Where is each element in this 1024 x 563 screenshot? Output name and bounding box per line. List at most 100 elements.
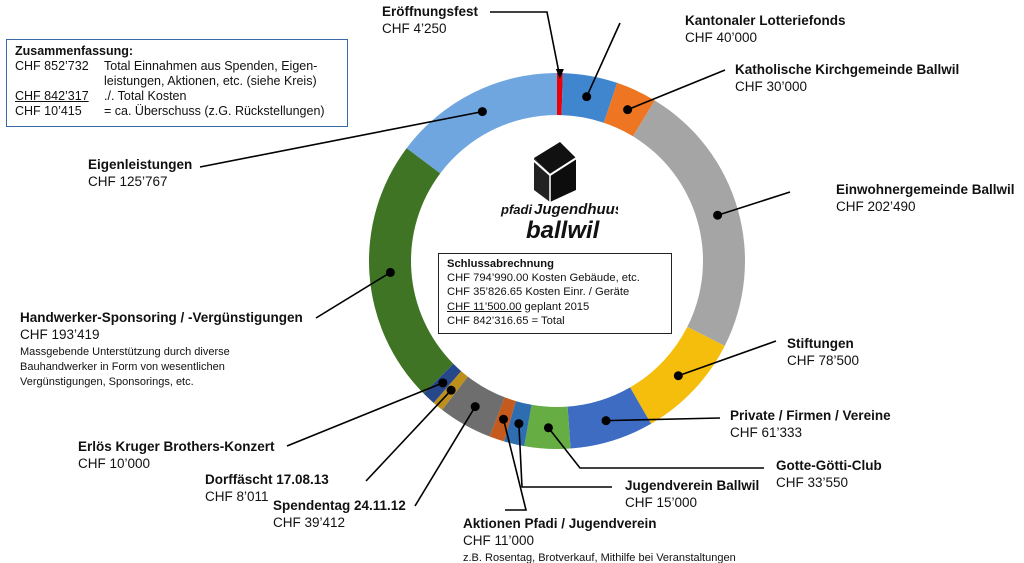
leader-arrow	[555, 69, 564, 80]
slice-amount: CHF 40’000	[685, 30, 757, 45]
schlussabrechnung-text: = Total	[528, 314, 565, 327]
summary-row: CHF 842’317 ./. Total Kosten	[15, 89, 339, 104]
summary-amount: CHF 842’317	[15, 89, 89, 103]
leader-line	[414, 406, 476, 507]
summary-row: CHF 852’732 Total Einnahmen aus Spenden, …	[15, 59, 339, 74]
schlussabrechnung-box: Schlussabrechnung CHF 794’990.00 Kosten …	[438, 253, 672, 334]
summary-row: CHF 10’415 = ca. Überschuss (z.G. Rückste…	[15, 104, 339, 119]
slice-label: Einwohnergemeinde Ballwil	[836, 182, 1015, 197]
leader-dot	[477, 107, 487, 117]
leader-line	[315, 271, 391, 319]
schlussabrechnung-amount: CHF 842’316.65	[447, 314, 529, 327]
slice-amount: CHF 61’333	[730, 425, 802, 440]
slice-label: Eigenleistungen	[88, 157, 192, 172]
slice-label: Jugendverein Ballwil	[625, 478, 759, 493]
summary-amount: CHF 852’732	[15, 59, 89, 73]
donut-slice-einwohnergemeinde-ballwil	[632, 100, 745, 346]
leader-dot	[623, 105, 633, 115]
slice-label: Kantonaler Lotteriefonds	[685, 13, 846, 28]
slice-amount: CHF 10’000	[78, 456, 150, 471]
leader-dot	[470, 402, 480, 412]
donut-slice-er-ffnungsfest	[557, 73, 563, 116]
schlussabrechnung-line: CHF 35’826.65 Kosten Einr. / Geräte	[447, 285, 663, 299]
leader-dot	[601, 416, 611, 426]
schlussabrechnung-text: Kosten Einr. / Geräte	[522, 286, 630, 299]
slice-label: Aktionen Pfadi / Jugendverein	[463, 516, 657, 531]
slice-amount: CHF 4’250	[382, 21, 447, 36]
summary-text: ./. Total Kosten	[104, 89, 187, 103]
slice-label: Katholische Kirchgemeinde Ballwil	[735, 62, 959, 77]
slice-amount: CHF 78’500	[787, 353, 859, 368]
summary-text: = ca. Überschuss (z.G. Rückstellungen)	[104, 104, 325, 118]
leader-dot	[438, 378, 448, 388]
slice-amount: CHF 33’550	[776, 475, 848, 490]
leader-line	[547, 427, 764, 469]
slice-label: Private / Firmen / Vereine	[730, 408, 891, 423]
leader-dot	[713, 210, 723, 220]
slice-amount: CHF 202’490	[836, 199, 916, 214]
leader-line	[199, 110, 483, 168]
leader-line	[606, 417, 721, 422]
leader-line	[678, 340, 777, 377]
summary-row: leistungen, Aktionen, etc. (siehe Kreis)	[15, 74, 339, 89]
leader-line	[518, 423, 612, 488]
leader-dot	[582, 92, 592, 102]
schlussabrechnung-line: CHF 794’990.00 Kosten Gebäude, etc.	[447, 271, 663, 285]
logo-pfadi: pfadi	[500, 202, 532, 217]
leader-line	[585, 22, 621, 97]
leader-line	[490, 11, 561, 78]
schlussabrechnung-text: Kosten Gebäude, etc.	[528, 272, 640, 285]
leader-dot	[514, 419, 524, 429]
slice-label: Stiftungen	[787, 336, 854, 351]
schlussabrechnung-amount: CHF 794’990.00	[447, 272, 529, 285]
slice-amount: CHF 39’412	[273, 515, 345, 530]
summary-text: Total Einnahmen aus Spenden, Eigen-	[104, 59, 318, 73]
slice-amount: CHF 193’419	[20, 327, 100, 342]
slice-label: Gotte-Götti-Club	[776, 458, 882, 473]
donut-slice-eigenleistungen	[406, 73, 557, 174]
slice-amount: CHF 30’000	[735, 79, 807, 94]
logo-jugendhuus: Jugendhuus	[534, 201, 618, 218]
summary-amount: CHF 10’415	[15, 104, 82, 118]
schlussabrechnung-amount: CHF 35’826.65	[447, 286, 523, 299]
schlussabrechnung-line: CHF 842’316.65 = Total	[447, 314, 663, 328]
slice-note: z.B. Rosentag, Brotverkauf, Mithilfe bei…	[463, 552, 736, 563]
leader-dot	[499, 414, 509, 424]
slice-label: Erlös Kruger Brothers-Konzert	[78, 439, 275, 454]
leader-dot	[673, 371, 683, 381]
schlussabrechnung-line: CHF 11’500.00 geplant 2015	[447, 300, 663, 314]
slice-label: Handwerker-Sponsoring / -Vergünstigungen	[20, 310, 303, 325]
leader-dot	[385, 267, 395, 277]
donut-slice-handwerker-sponsoring-verg-nstigungen	[369, 148, 454, 394]
slice-amount: CHF 11’000	[463, 533, 534, 548]
slice-label: Eröffnungsfest	[382, 4, 479, 19]
summary-text: leistungen, Aktionen, etc. (siehe Kreis)	[104, 74, 317, 88]
schlussabrechnung-rows: CHF 794’990.00 Kosten Gebäude, etc.CHF 3…	[447, 271, 663, 328]
leader-dot	[543, 423, 553, 433]
schlussabrechnung-text: geplant 2015	[521, 300, 590, 313]
leader-line	[365, 389, 452, 482]
schlussabrechnung-title: Schlussabrechnung	[447, 258, 554, 270]
leader-line	[717, 191, 791, 216]
slice-amount: CHF 8’011	[205, 489, 269, 504]
callout-handwerker-sponsoring-verg-nstigungen: Handwerker-Sponsoring / -Vergünstigungen…	[20, 267, 395, 388]
slice-label: Spendentag 24.11.12	[273, 498, 406, 513]
logo-ballwil: ballwil	[526, 217, 601, 244]
